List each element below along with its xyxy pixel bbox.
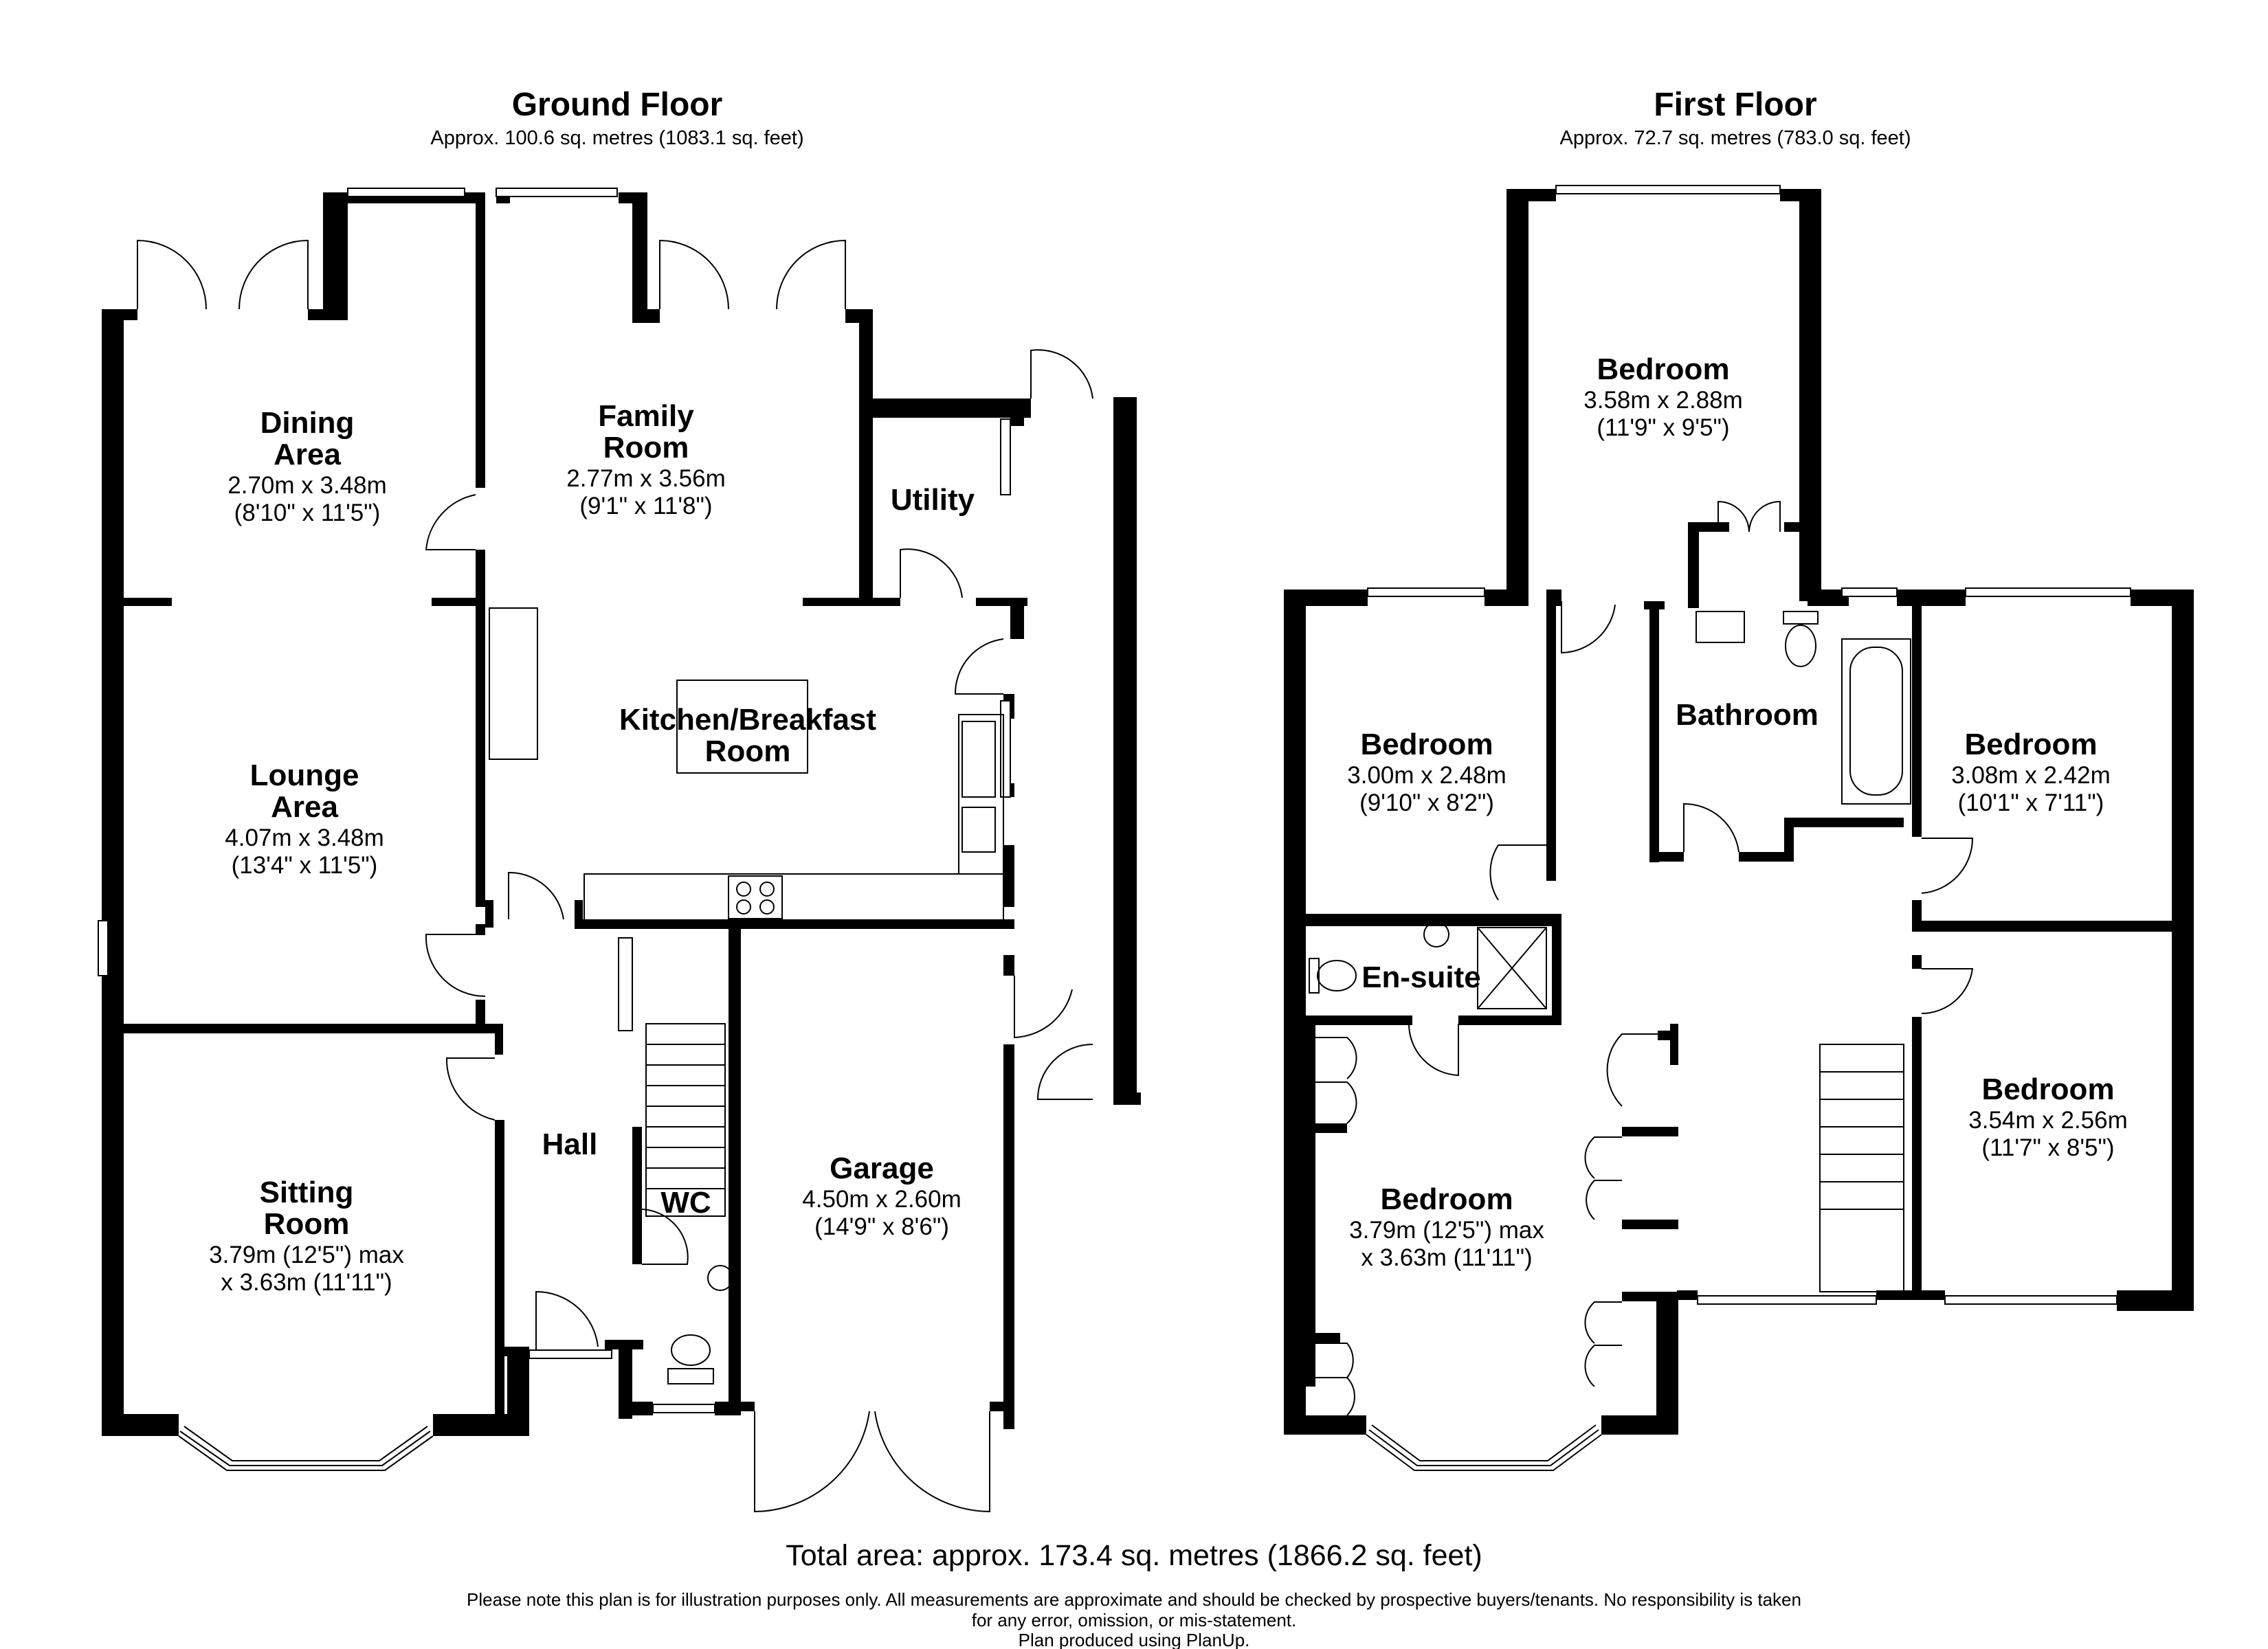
lounge-area-dim-ft: (13'4" x 11'5") — [232, 852, 378, 879]
family-room-dim-ft: (9'1" x 11'8") — [579, 493, 712, 519]
garage-label: Garage — [830, 1152, 934, 1185]
family-room-label-2: Room — [603, 431, 689, 464]
bedroom-main-dim-m: 3.79m (12'5") max — [1349, 1217, 1544, 1244]
ground-floor-windows — [98, 188, 1011, 1471]
bedroom-main-dim-ft: x 3.63m (11'11") — [1361, 1244, 1532, 1271]
sitting-room-dim-ft: x 3.63m (11'11") — [221, 1269, 392, 1296]
first-floor-walls — [1284, 189, 2194, 1435]
bedroom-right-label: Bedroom — [1964, 728, 2097, 761]
disclaimer-line-2: for any error, omission, or mis-statemen… — [972, 1610, 1296, 1630]
dining-area-label: Dining — [260, 406, 355, 440]
total-area: Total area: approx. 173.4 sq. metres (18… — [786, 1539, 1482, 1572]
first-floor-area: Approx. 72.7 sq. metres (783.0 sq. feet) — [1560, 127, 1911, 149]
bedroom-br-dim-m: 3.54m x 2.56m — [1968, 1107, 2128, 1134]
disclaimer-line-3: Plan produced using PlanUp. — [1019, 1630, 1250, 1649]
ensuite-label: En-suite — [1361, 961, 1481, 994]
bathroom-label: Bathroom — [1676, 698, 1819, 732]
lounge-area-dim-m: 4.07m x 3.48m — [225, 824, 384, 851]
lounge-area-label: Lounge — [250, 759, 359, 792]
ground-floor-area: Approx. 100.6 sq. metres (1083.1 sq. fee… — [430, 127, 803, 149]
bedroom-main-label: Bedroom — [1380, 1182, 1513, 1216]
dining-area-dim-m: 2.70m x 3.48m — [227, 472, 387, 499]
first-floor-doors — [1315, 500, 1974, 1416]
bedroom-left-dim-ft: (9'10" x 8'2") — [1359, 789, 1494, 816]
family-room-label: Family — [598, 399, 694, 433]
first-floor-title: First Floor — [1654, 87, 1816, 123]
bedroom-left-label: Bedroom — [1360, 728, 1493, 761]
bedroom-top-dim-ft: (11'9" x 9'5") — [1597, 414, 1729, 441]
first-floor-fixtures — [1309, 611, 1911, 1292]
lounge-area-label-2: Area — [271, 790, 338, 824]
dining-area-label-2: Area — [274, 438, 341, 471]
dining-area-dim-ft: (8'10" x 11'5") — [234, 500, 381, 526]
wc-label: WC — [660, 1186, 711, 1220]
disclaimer-line-1: Please note this plan is for illustratio… — [467, 1589, 1801, 1610]
bedroom-br-dim-ft: (11'7" x 8'5") — [1981, 1134, 2114, 1161]
kitchen-label: Kitchen/Breakfast — [619, 703, 876, 737]
kitchen-label-2: Room — [705, 734, 791, 768]
utility-label: Utility — [891, 483, 975, 517]
bedroom-left-dim-m: 3.00m x 2.48m — [1347, 762, 1507, 789]
garage-dim-m: 4.50m x 2.60m — [802, 1186, 961, 1213]
sitting-room-dim-m: 3.79m (12'5") max — [209, 1242, 404, 1268]
ground-floor-walls — [102, 192, 1141, 1436]
ground-floor-labels: Dining Area 2.70m x 3.48m (8'10" x 11'5"… — [209, 399, 975, 1296]
bedroom-right-dim-ft: (10'1" x 7'11") — [1958, 789, 2104, 816]
ground-floor-title: Ground Floor — [512, 87, 723, 123]
bedroom-br-label: Bedroom — [1981, 1073, 2114, 1106]
bedroom-right-dim-m: 3.08m x 2.42m — [1951, 762, 2111, 789]
first-floor-windows — [1366, 185, 2131, 1471]
hall-label: Hall — [542, 1128, 598, 1161]
sitting-room-label-2: Room — [264, 1207, 350, 1241]
first-floor-labels: Bedroom 3.58m x 2.88m (11'9" x 9'5") Bed… — [1347, 352, 2128, 1271]
bedroom-top-label: Bedroom — [1597, 352, 1729, 386]
ground-floor-doors — [137, 239, 1093, 1513]
bedroom-top-dim-m: 3.58m x 2.88m — [1583, 387, 1743, 414]
ground-floor-fixtures — [489, 607, 1004, 1384]
garage-dim-ft: (14'9" x 8'6") — [814, 1213, 949, 1240]
family-room-dim-m: 2.77m x 3.56m — [566, 465, 726, 492]
sitting-room-label: Sitting — [260, 1176, 354, 1209]
